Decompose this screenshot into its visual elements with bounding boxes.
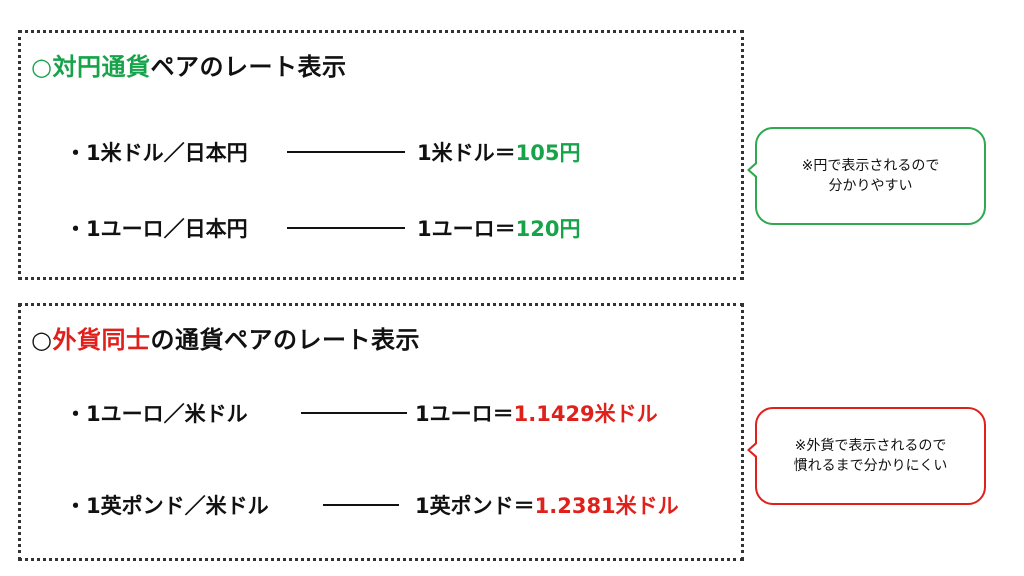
rate-value: 120円 — [515, 217, 581, 241]
note-line: 慣れるまで分かりにくい — [793, 458, 948, 474]
connector-line — [301, 412, 407, 414]
connector-line — [287, 151, 405, 153]
note-line: ※円で表示されるので — [801, 158, 940, 174]
note-line: 分かりやすい — [828, 178, 913, 194]
rate-prefix: 1英ポンド＝ — [415, 494, 535, 518]
foreign-cross-note: ※外貨で表示されるので 慣れるまで分かりにくい — [747, 407, 986, 505]
rate-prefix: 1ユーロ＝ — [417, 217, 516, 241]
heading-highlight: 対円通貨 — [52, 53, 151, 81]
connector-line — [323, 504, 399, 506]
yen-cross-note: ※円で表示されるので 分かりやすい — [747, 127, 986, 225]
yen-cross-panel: ○対円通貨ペアのレート表示 ・1米ドル／日本円 1米ドル＝105円 ・1ユーロ／… — [18, 30, 744, 280]
rate-value: 1.1429米ドル — [513, 402, 658, 426]
rate-prefix: 1米ドル＝ — [417, 141, 516, 165]
pair-label: ・1ユーロ／米ドル — [65, 402, 248, 426]
connector-line — [287, 227, 405, 229]
rate-prefix: 1ユーロ＝ — [415, 402, 514, 426]
rate-text: 1米ドル＝105円 — [417, 137, 580, 167]
note-line: ※外貨で表示されるので — [794, 438, 947, 454]
section-heading: ○対円通貨ペアのレート表示 — [31, 47, 346, 82]
heading-suffix: の通貨ペアのレート表示 — [150, 326, 420, 354]
heading-prefix: ○ — [31, 53, 53, 81]
heading-highlight: 外貨同士 — [52, 326, 151, 354]
foreign-cross-panel: ○外貨同士の通貨ペアのレート表示 ・1ユーロ／米ドル 1ユーロ＝1.1429米ド… — [18, 303, 744, 561]
heading-suffix: ペアのレート表示 — [150, 53, 347, 81]
rate-value: 105円 — [515, 141, 581, 165]
heading-prefix: ○ — [31, 326, 53, 354]
rate-text: 1ユーロ＝120円 — [417, 213, 580, 243]
rate-text: 1英ポンド＝1.2381米ドル — [415, 490, 679, 520]
rate-text: 1ユーロ＝1.1429米ドル — [415, 398, 658, 428]
section-heading: ○外貨同士の通貨ペアのレート表示 — [31, 320, 420, 355]
pair-label: ・1英ポンド／米ドル — [65, 494, 269, 518]
pair-label: ・1米ドル／日本円 — [65, 141, 248, 165]
pair-label: ・1ユーロ／日本円 — [65, 217, 248, 241]
rate-value: 1.2381米ドル — [534, 494, 679, 518]
